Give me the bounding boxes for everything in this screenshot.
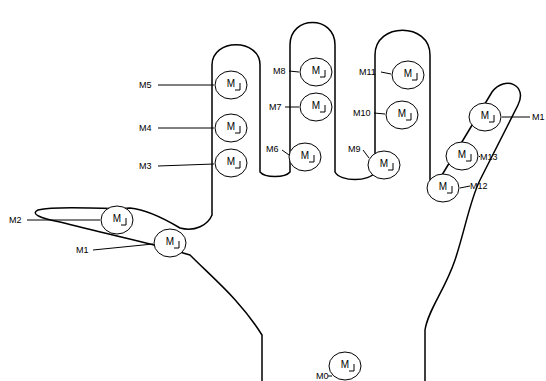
sensor-ring xyxy=(392,61,424,89)
sensor-circle: M xyxy=(385,100,419,130)
sensor-circle: M xyxy=(328,351,362,381)
callout-label: M4 xyxy=(139,123,152,133)
leader-line xyxy=(460,186,470,188)
sensor-circle: M xyxy=(299,92,333,122)
sensor-mark xyxy=(309,155,314,162)
sensor-letter: M xyxy=(328,351,362,381)
callout-label: M0 xyxy=(316,371,329,381)
sensor-mark xyxy=(121,218,126,225)
sensor-letter: M xyxy=(367,150,401,180)
sensor-ring xyxy=(329,352,361,380)
leader-line xyxy=(381,72,391,74)
sensor-ring xyxy=(215,149,247,177)
sensor-ring xyxy=(300,93,332,121)
leader-lines xyxy=(27,71,530,376)
sensor-ring xyxy=(368,151,400,179)
sensor-letter: M xyxy=(214,148,248,178)
leader-line xyxy=(289,71,299,72)
sensor-mark xyxy=(235,83,240,90)
sensor-letter: M xyxy=(214,113,248,143)
sensor-mark xyxy=(235,161,240,168)
sensor-circle: M xyxy=(445,141,479,171)
callout-label: M1 xyxy=(532,112,545,122)
sensor-ring xyxy=(215,114,247,142)
sensor-ring xyxy=(427,174,459,202)
sensor-circle: M xyxy=(468,102,502,132)
leader-line xyxy=(479,156,480,157)
sensor-letter: M xyxy=(426,173,460,203)
sensor-letter: M xyxy=(299,57,333,87)
callout-label: M2 xyxy=(9,215,22,225)
sensor-mark xyxy=(489,115,494,122)
sensor-circle: M xyxy=(288,142,322,172)
leader-line xyxy=(363,150,369,158)
leader-line xyxy=(502,117,530,118)
sensor-mark xyxy=(174,241,179,248)
sensor-ring xyxy=(300,58,332,86)
hand-outline xyxy=(35,23,520,381)
sensor-circle: M xyxy=(153,228,187,258)
leader-line xyxy=(285,107,299,108)
sensor-circle: M xyxy=(299,57,333,87)
sensor-letter: M xyxy=(391,60,425,90)
sensor-mark xyxy=(466,154,471,161)
callout-label: M3 xyxy=(139,161,152,171)
leader-line xyxy=(27,220,100,221)
leader-line xyxy=(374,113,385,114)
leader-line xyxy=(158,128,214,129)
sensor-letter: M xyxy=(385,100,419,130)
sensor-circle: M xyxy=(214,148,248,178)
sensor-letter: M xyxy=(445,141,479,171)
sensor-mark xyxy=(235,126,240,133)
sensor-circle: M xyxy=(214,70,248,100)
callout-label: M11 xyxy=(359,67,376,77)
sensor-letter: M xyxy=(299,92,333,122)
sensor-circle: M xyxy=(367,150,401,180)
sensor-mark xyxy=(412,73,417,80)
callout-label: M6 xyxy=(266,144,279,154)
sensor-letter: M xyxy=(153,228,187,258)
leader-line xyxy=(328,376,332,377)
sensor-ring xyxy=(446,142,478,170)
callout-label: M7 xyxy=(269,102,282,112)
sensor-mark xyxy=(406,113,411,120)
sensor-letter: M xyxy=(214,70,248,100)
sensor-circle: M xyxy=(426,173,460,203)
sensor-letter: M xyxy=(468,102,502,132)
sensor-letter: M xyxy=(288,142,322,172)
callout-label: M1 xyxy=(76,245,89,255)
sensor-mark xyxy=(388,163,393,170)
sensor-ring xyxy=(101,206,133,234)
sensor-mark xyxy=(447,186,452,193)
sensor-ring xyxy=(215,71,247,99)
callout-label: M8 xyxy=(273,66,286,76)
sensor-ring xyxy=(289,143,321,171)
callout-label: M10 xyxy=(353,108,371,118)
callout-label: M9 xyxy=(348,144,361,154)
leader-line xyxy=(158,164,214,166)
sensor-ring xyxy=(469,103,501,131)
callout-label: M12 xyxy=(470,181,488,191)
sensor-ring xyxy=(386,101,418,129)
sensor-letter: M xyxy=(100,205,134,235)
callout-label: M13 xyxy=(480,152,498,162)
leader-line xyxy=(158,85,214,86)
sensor-circle: M xyxy=(100,205,134,235)
leader-line xyxy=(282,150,289,155)
sensor-circle: M xyxy=(391,60,425,90)
leader-line xyxy=(93,244,153,250)
sensor-mark xyxy=(349,364,354,371)
sensor-mark xyxy=(320,105,325,112)
sensor-circle: M xyxy=(214,113,248,143)
sensor-mark xyxy=(320,70,325,77)
sensor-ring xyxy=(154,229,186,257)
callout-label: M5 xyxy=(139,80,152,90)
